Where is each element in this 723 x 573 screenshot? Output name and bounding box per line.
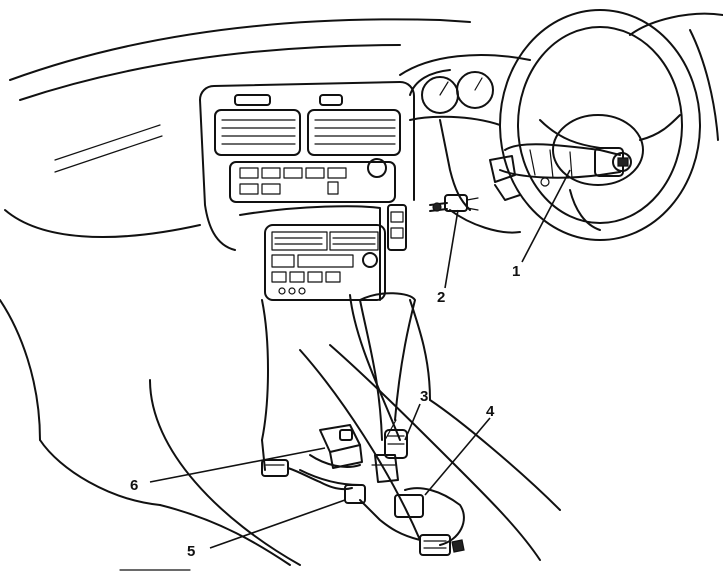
steering-wheel — [499, 9, 723, 241]
instrument-cluster — [399, 54, 531, 234]
part-5-harness-clip — [344, 484, 421, 541]
dashboard-outline — [0, 18, 471, 571]
leader-4 — [424, 417, 491, 496]
leader-1 — [521, 169, 571, 263]
part-2-switch — [429, 194, 479, 212]
leader-lines — [149, 169, 571, 549]
center-tunnel — [261, 294, 561, 561]
part-3-shift-switch — [371, 429, 408, 483]
callout-labels: 1 2 3 4 5 6 — [130, 263, 520, 560]
leader-3 — [404, 403, 421, 441]
part-6-control-unit — [261, 424, 363, 491]
callout-3: 3 — [420, 388, 428, 405]
leader-2 — [444, 209, 459, 289]
leader-6 — [149, 447, 326, 483]
leader-5 — [209, 499, 346, 549]
part-4-connector — [394, 487, 465, 556]
callout-5: 5 — [187, 543, 195, 560]
callout-1: 1 — [512, 263, 520, 280]
part-1-ignition-switch — [489, 143, 632, 201]
callout-6: 6 — [130, 477, 138, 494]
center-console-stack — [199, 81, 415, 301]
callout-2: 2 — [437, 289, 445, 306]
callout-4: 4 — [486, 403, 495, 420]
